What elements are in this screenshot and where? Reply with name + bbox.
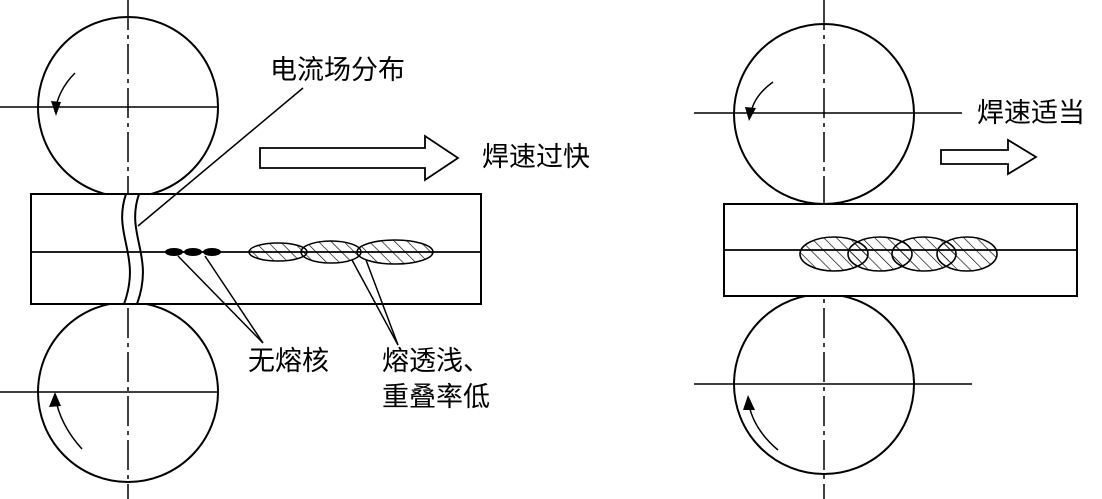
left-leader-shallow-1 (351, 259, 399, 346)
label-weld-speed-appropriate: 焊速适当 (977, 98, 1085, 129)
left-leader-no-nugget-1 (177, 255, 264, 344)
label-shallow-penetration-line-2: 重叠率低 (382, 382, 490, 413)
left-nugget-shallow-2 (300, 240, 362, 264)
right-bottom-roller-arrowhead (743, 395, 755, 410)
left-nugget-shallow-3 (356, 239, 434, 265)
left-bottom-roller-arrowhead (49, 392, 61, 407)
left-nugget-shallow-1 (248, 242, 308, 262)
left-spot-no-nugget-3 (203, 248, 221, 256)
right-direction-arrow (940, 138, 1038, 176)
left-current-field-line-2 (134, 193, 144, 305)
right-nugget-4 (936, 236, 998, 272)
left-panel (0, 0, 482, 499)
left-current-field-line-1 (121, 193, 131, 305)
label-no-nugget: 无熔核 (248, 346, 329, 377)
left-spot-no-nugget-2 (184, 248, 202, 256)
left-leader-shallow-2 (365, 259, 399, 346)
label-weld-speed-too-fast: 焊速过快 (482, 142, 590, 173)
left-top-roller-arrowhead (51, 101, 61, 116)
right-panel (694, 0, 1078, 499)
left-leader-no-nugget-2 (204, 255, 264, 344)
label-current-field-distribution: 电流场分布 (270, 55, 405, 86)
left-leader-current-field (137, 87, 304, 227)
right-top-roller-arrowhead (745, 107, 756, 121)
left-spot-no-nugget-1 (165, 248, 183, 256)
label-shallow-penetration-line-1: 熔透浅、 (382, 346, 490, 377)
left-direction-arrow (259, 134, 460, 182)
